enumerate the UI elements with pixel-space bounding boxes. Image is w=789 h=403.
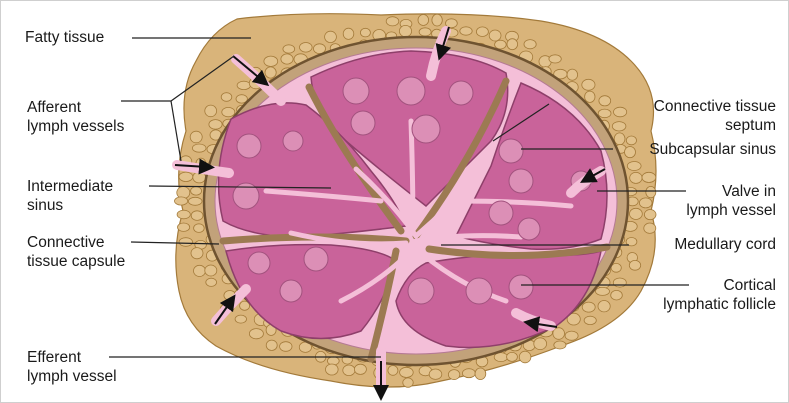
fat-cell <box>343 365 355 376</box>
fat-cell <box>343 28 354 39</box>
fat-cell <box>598 301 610 312</box>
fat-cell <box>419 28 431 36</box>
fat-cell <box>625 147 636 158</box>
fat-cell <box>475 368 486 380</box>
fat-cell <box>642 172 656 182</box>
fat-cell <box>266 340 277 350</box>
fat-cell <box>567 69 578 80</box>
fat-cell <box>178 223 190 231</box>
fat-cell <box>611 290 623 300</box>
fat-cell <box>179 238 192 247</box>
fat-cell <box>222 107 235 116</box>
label-intermediate-sinus: Intermediate sinus <box>27 177 113 215</box>
fat-cell <box>300 43 313 53</box>
fat-cell <box>429 369 442 379</box>
fat-cell <box>249 329 263 339</box>
fat-cell <box>549 55 561 63</box>
fat-cell <box>507 39 518 50</box>
fat-cell <box>582 302 595 312</box>
fat-cell <box>283 45 295 53</box>
fat-cell <box>205 265 217 276</box>
fat-cell <box>386 17 399 26</box>
fat-cell <box>460 27 472 35</box>
fat-cell <box>418 15 429 26</box>
fat-cell <box>553 328 565 340</box>
fat-cell <box>237 81 250 89</box>
fat-cell <box>235 315 246 323</box>
fat-cell <box>221 93 232 102</box>
fat-cell <box>400 367 414 377</box>
fat-cell <box>206 278 217 286</box>
fat-cell <box>325 31 337 42</box>
fat-cell <box>565 331 578 340</box>
fat-cell <box>190 131 202 143</box>
fat-cell <box>194 224 205 233</box>
fat-cell <box>644 210 656 220</box>
fat-cell <box>280 342 292 352</box>
fat-cell <box>432 14 442 26</box>
fat-cell <box>599 96 611 106</box>
fat-cell <box>630 208 643 219</box>
fat-cell <box>177 210 190 219</box>
label-valve-in-lymph-vessel: Valve in lymph vessel <box>686 182 776 220</box>
fat-cell <box>191 211 203 221</box>
fat-cell <box>281 54 293 64</box>
label-medullary-cord: Medullary cord <box>674 235 776 254</box>
fat-cell <box>194 265 206 276</box>
fat-cell <box>613 278 626 287</box>
fat-cell <box>495 40 507 49</box>
fat-cell <box>191 187 202 195</box>
fat-cell <box>524 40 536 49</box>
fat-cell <box>554 341 566 349</box>
fat-cell <box>489 30 501 41</box>
label-efferent-lymph-vessel: Efferent lymph vessel <box>27 348 117 386</box>
fat-cell <box>612 122 626 131</box>
fat-cell <box>630 172 642 183</box>
fat-cell <box>399 25 411 36</box>
label-afferent-lymph-vessels: Afferent lymph vessels <box>27 98 124 136</box>
fat-cell <box>582 79 595 90</box>
fat-cell <box>614 133 625 145</box>
fat-cell <box>403 378 413 387</box>
fat-cell <box>646 186 656 197</box>
fat-cell <box>179 172 193 181</box>
fat-cell <box>264 56 278 66</box>
fat-cell <box>519 351 531 363</box>
label-connective-tissue-capsule: Connective tissue capsule <box>27 233 125 271</box>
fat-cell <box>209 120 222 130</box>
fat-cell <box>265 67 276 78</box>
fat-cell <box>205 105 217 117</box>
fat-cell <box>534 338 547 350</box>
fat-cell <box>326 364 339 375</box>
fat-cell <box>627 162 641 171</box>
label-cortical-lymphatic-follicle: Cortical lymphatic follicle <box>663 276 776 314</box>
fat-cell <box>639 198 652 208</box>
leader-afferent-2 <box>171 101 181 161</box>
fat-cell <box>644 223 656 233</box>
fat-cell <box>175 197 188 205</box>
fat-cell <box>585 91 595 102</box>
fat-cell <box>614 107 627 117</box>
fat-cell <box>360 28 370 37</box>
fat-cell <box>507 352 518 361</box>
fat-cell <box>448 370 459 380</box>
label-subcapsular-sinus: Subcapsular sinus <box>649 140 776 159</box>
fat-cell <box>191 248 203 259</box>
fat-cell <box>596 287 610 295</box>
fat-cell <box>192 144 206 152</box>
fat-cell <box>629 260 640 270</box>
label-connective-tissue-septum: Connective tissue septum <box>654 97 776 135</box>
label-fatty-tissue: Fatty tissue <box>25 28 104 47</box>
fat-cell <box>598 109 611 118</box>
fat-cell <box>584 316 596 324</box>
fat-cell <box>188 197 202 205</box>
fat-cell <box>354 364 366 374</box>
fat-cell <box>626 136 636 145</box>
fat-cell <box>476 27 488 37</box>
fat-cell <box>462 369 475 378</box>
fat-cell <box>388 366 398 376</box>
